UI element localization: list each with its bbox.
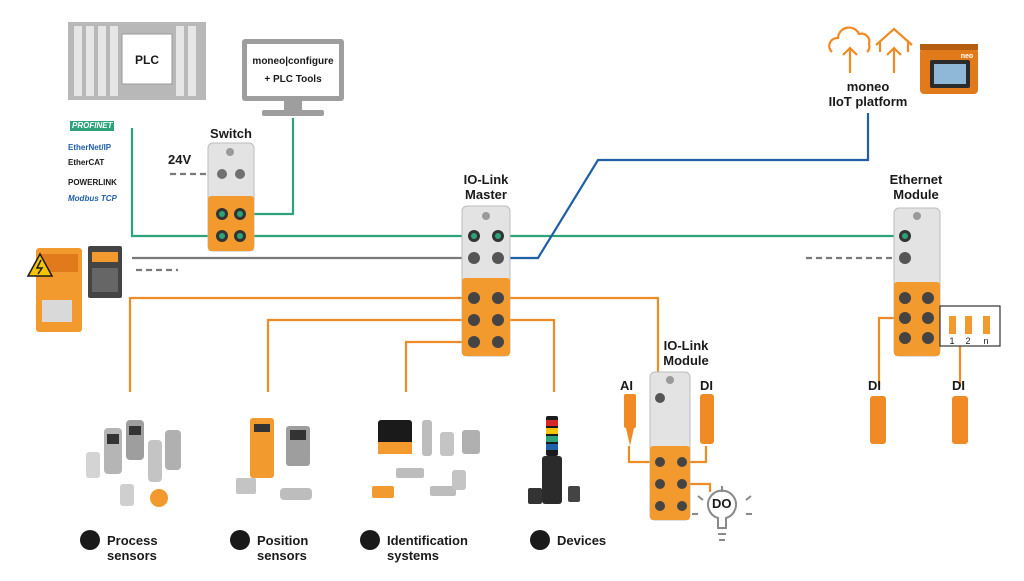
channel-label-2: 2 [965,336,970,346]
eth-di-right-text: DI [952,378,965,393]
devices-badge-icon [530,530,550,550]
protocol-powerlink: POWERLINK [68,178,117,188]
eth-di-left-label: DI [868,378,881,393]
analog-input-sensor [624,394,636,446]
protocol-profinet: PROFINET [70,121,115,131]
ai-text: AI [620,378,633,393]
iolink-cables [128,296,962,492]
ethernet-line1: Ethernet [889,172,943,187]
power-supply [26,246,122,332]
protocol-ethernetip: EtherNet/IP [68,143,111,153]
software-line2: + PLC Tools [264,74,322,85]
protocol-modbus: Modbus TCP [68,194,117,204]
position-line2: sensors [257,548,307,563]
module-di-text: DI [700,378,713,393]
plc-label: PLC [135,53,159,67]
ai-label: AI [620,378,633,393]
master-line1: IO-Link [463,172,509,187]
protocol-profinet-text: PROFINET [72,121,113,130]
voltage-label: 24V [168,152,191,167]
master-line2: Master [465,187,507,202]
ethernet-cables [130,118,900,238]
monitor: moneo|configure + PLC Tools [242,39,344,116]
high-voltage-warning-icon [26,252,54,277]
house-icon [875,27,913,73]
do-text: DO [712,496,732,511]
lightbulb-icon [692,486,752,541]
cloud-line2: IIoT platform [828,94,908,109]
module-di-label: DI [700,378,713,393]
switch-device [207,142,255,252]
position-sensors-image [236,418,312,500]
cloud-line1: moneo [846,79,890,94]
cloud-icon [828,26,871,73]
protocol-ethercat-text: EtherCAT [68,158,105,167]
channel-box: 1 2 n [939,305,1001,347]
module-line1: IO-Link [663,338,709,353]
iolink-master-label: IO-Link Master [446,172,526,202]
module-line2: Module [663,353,709,368]
devices-label: Devices [557,533,606,548]
cloud-platform-label: moneo IIoT platform [818,79,918,109]
switch-label-text: Switch [210,126,252,141]
channel-label-n: n [983,336,988,346]
iiot-gateway-device: neo [920,44,978,94]
eth-di-right-label: DI [952,378,965,393]
position-sensors-label: Position sensors [257,533,308,563]
eth-di-left-text: DI [868,378,881,393]
process-sensors-image [86,420,181,507]
process-sensors-label: Process sensors [107,533,158,563]
process-line1: Process [107,533,158,548]
channel-label-1: 1 [949,336,954,346]
voltage-text: 24V [168,152,192,167]
ethernet-module-label: Ethernet Module [876,172,956,202]
identification-systems-badge-icon [360,530,380,550]
protocol-powerlink-text: POWERLINK [68,178,117,187]
switch-label: Switch [204,126,258,141]
digital-input-sensor-left [870,396,886,444]
iolink-module-label: IO-Link Module [646,338,726,368]
identification-systems-image [372,420,480,498]
digital-input-sensor-module [700,394,714,444]
process-sensors-badge-icon [80,530,100,550]
process-line2: sensors [107,548,157,563]
power-cables [132,172,902,272]
protocol-ethercat: EtherCAT [68,158,104,168]
identification-systems-label: Identification systems [387,533,468,563]
identification-line2: systems [387,548,440,563]
iolink-module-device [649,371,691,521]
protocol-modbus-text: Modbus TCP [68,194,117,203]
protocol-ethernetip-text: EtherNet/IP [68,143,112,152]
plc-device: PLC [68,22,206,100]
iolink-master-device [461,205,511,357]
identification-line1: Identification [387,533,468,548]
software-line1: moneo|configure [252,56,334,67]
gateway-brand: neo [961,53,973,60]
devices-image [528,416,580,504]
digital-input-sensor-right [952,396,968,444]
cloud-uplink-cable [504,113,870,260]
position-sensors-badge-icon [230,530,250,550]
ethernet-module-device [893,207,941,357]
ethernet-line2: Module [893,187,939,202]
do-label: DO [712,496,732,511]
devices-line1: Devices [557,533,607,548]
position-line1: Position [257,533,309,548]
